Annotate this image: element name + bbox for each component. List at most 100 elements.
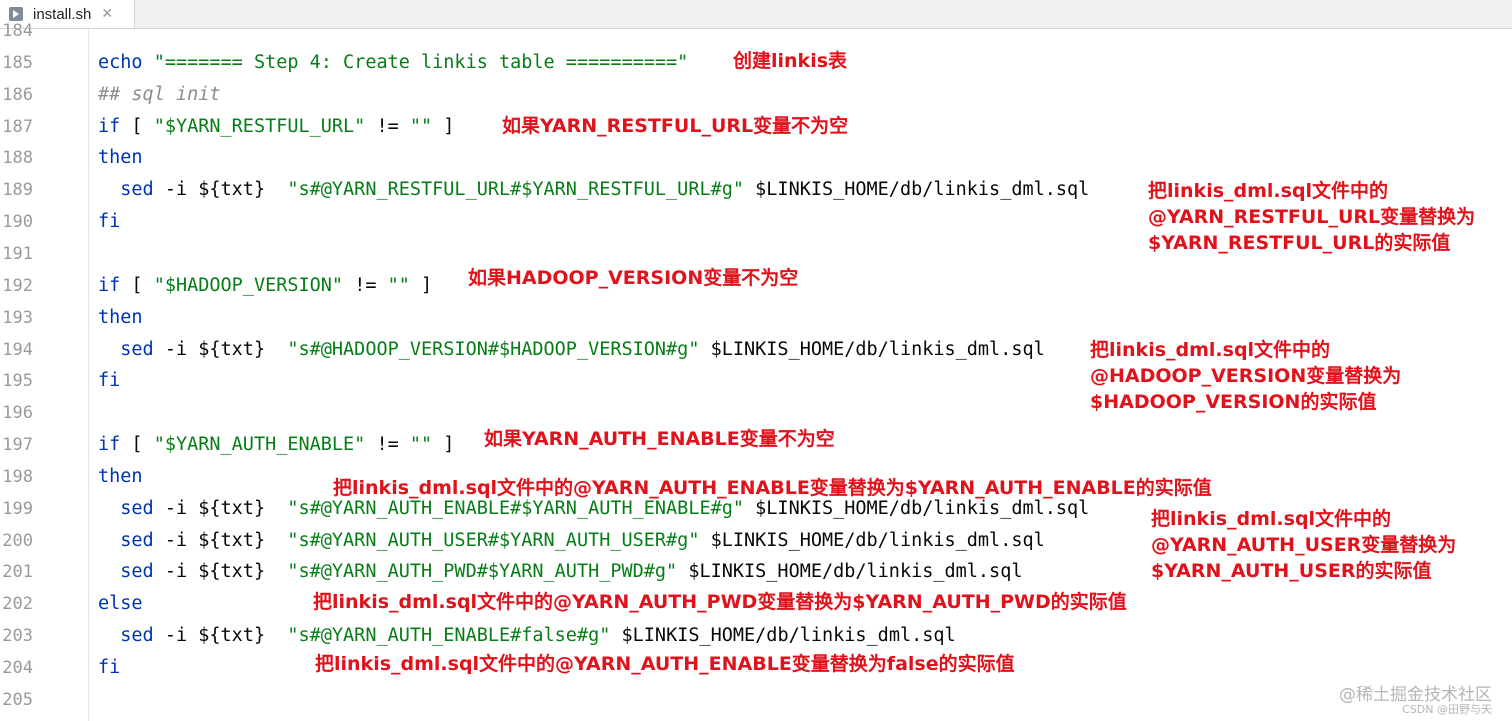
code-token: if — [98, 434, 121, 456]
code-token: ## sql init — [98, 83, 221, 105]
code-token: if — [98, 115, 121, 137]
tab-install-sh[interactable]: install.sh ✕ — [0, 0, 135, 28]
code-line[interactable]: 192 if [ "$HADOOP_VERSION" != "" ] — [0, 270, 1512, 302]
line-number: 205 — [2, 689, 33, 710]
line-number: 204 — [2, 658, 33, 678]
code-text: ## sql init — [98, 84, 221, 105]
line-number-gutter — [0, 29, 89, 721]
code-token: ] — [432, 115, 455, 137]
code-token: sed — [120, 179, 154, 201]
code-token: "s#@YARN_AUTH_ENABLE#false#g" — [287, 625, 611, 647]
line-number: 197 — [2, 435, 33, 456]
code-token: "$YARN_RESTFUL_URL" — [153, 115, 366, 137]
line-number: 184 — [2, 21, 33, 41]
code-line[interactable]: 199 sed -i ${txt} "s#@YARN_AUTH_ENABLE#$… — [0, 493, 1512, 525]
code-token — [98, 561, 120, 582]
line-number: 200 — [2, 530, 33, 551]
code-line[interactable]: 203 sed -i ${txt} "s#@YARN_AUTH_ENABLE#f… — [0, 620, 1512, 652]
code-text: fi — [98, 211, 120, 232]
line-number: 192 — [2, 275, 33, 296]
line-number: 199 — [2, 498, 33, 519]
code-token: then — [98, 306, 143, 328]
annotation-auth-user-replace: 把linkis_dml.sql文件中的 @YARN_AUTH_USER变量替换为… — [1151, 508, 1457, 582]
code-line[interactable]: 194 sed -i ${txt} "s#@HADOOP_VERSION#$HA… — [0, 334, 1512, 366]
code-token: != — [365, 115, 410, 137]
code-token: $LINKIS_HOME/db/linkis_dml.sql — [744, 179, 1090, 201]
code-token: "" — [409, 115, 433, 137]
code-line[interactable]: 184 — [0, 15, 1512, 47]
code-token: "s#@YARN_AUTH_PWD#$YARN_AUTH_PWD#g" — [287, 561, 678, 583]
code-token: != — [343, 274, 388, 296]
code-token: else — [98, 593, 143, 615]
code-token — [98, 530, 120, 551]
code-text: sed -i ${txt} "s#@YARN_AUTH_USER#$YARN_A… — [98, 529, 1045, 551]
code-line[interactable]: 186## sql init — [0, 79, 1512, 111]
annotation-hadoop-check: 如果HADOOP_VERSION变量不为空 — [468, 267, 799, 289]
code-line[interactable]: 201 sed -i ${txt} "s#@YARN_AUTH_PWD#$YAR… — [0, 556, 1512, 588]
code-token: -i ${txt} — [153, 561, 288, 583]
code-token: [ — [120, 434, 154, 456]
line-number: 195 — [2, 371, 33, 392]
code-text: sed -i ${txt} "s#@HADOOP_VERSION#$HADOOP… — [98, 338, 1045, 360]
code-token: "s#@HADOOP_VERSION#$HADOOP_VERSION#g" — [287, 338, 700, 360]
code-line[interactable]: 195 fi — [0, 365, 1512, 397]
code-token: "" — [387, 274, 410, 296]
code-token: -i ${txt} — [153, 497, 288, 519]
code-text: if [ "$YARN_AUTH_ENABLE" != "" ] — [98, 434, 454, 455]
line-number: 202 — [2, 594, 33, 615]
code-text: then — [98, 466, 143, 487]
annotation-auth-false-replace: 把linkis_dml.sql文件中的@YARN_AUTH_ENABLE变量替换… — [315, 653, 1015, 675]
code-text: then — [98, 307, 143, 328]
line-number: 203 — [2, 626, 33, 647]
annotation-yarn-restful-replace: 把linkis_dml.sql文件中的 @YARN_RESTFUL_URL变量替… — [1148, 180, 1476, 254]
code-token: then — [98, 465, 143, 487]
code-text: then — [98, 147, 143, 168]
code-editor[interactable]: 184 185 echo "======= Step 4: Create linki… — [0, 21, 1512, 721]
code-line[interactable]: 202 else — [0, 588, 1512, 620]
code-line[interactable]: 205 — [0, 684, 1512, 716]
code-token: then — [98, 147, 143, 169]
code-line[interactable]: 190 fi — [0, 206, 1512, 238]
code-token — [98, 179, 120, 200]
code-token: $LINKIS_HOME/db/linkis_dml.sql — [699, 529, 1045, 551]
code-line[interactable]: 189 sed -i ${txt} "s#@YARN_RESTFUL_URL#$… — [0, 174, 1512, 206]
shell-file-icon — [9, 7, 23, 21]
code-text: if [ "$HADOOP_VERSION" != "" ] — [98, 275, 432, 296]
code-token: fi — [98, 211, 121, 233]
code-line[interactable]: 197 if [ "$YARN_AUTH_ENABLE" != "" ] — [0, 429, 1512, 461]
code-line[interactable]: 191 — [0, 238, 1512, 270]
annotation-hadoop-replace: 把linkis_dml.sql文件中的 @HADOOP_VERSION变量替换为… — [1090, 339, 1402, 413]
code-token: -i ${txt} — [153, 529, 288, 551]
code-token — [98, 339, 120, 360]
code-token: "" — [409, 434, 433, 456]
code-text: echo "======= Step 4: Create linkis tabl… — [98, 52, 688, 73]
code-token: ] — [432, 434, 455, 456]
code-token: $LINKIS_HOME/db/linkis_dml.sql — [699, 338, 1045, 360]
code-token: -i ${txt} — [153, 179, 288, 201]
code-token: [ — [120, 274, 154, 296]
tab-label: install.sh — [33, 5, 92, 23]
code-token: -i ${txt} — [153, 625, 288, 647]
code-token: -i ${txt} — [153, 338, 288, 360]
annotation-auth-enable-replace: 把linkis_dml.sql文件中的@YARN_AUTH_ENABLE变量替换… — [333, 477, 1212, 499]
code-text: sed -i ${txt} "s#@YARN_AUTH_ENABLE#$YARN… — [98, 498, 1089, 519]
close-icon[interactable]: ✕ — [101, 6, 114, 22]
line-number: 190 — [2, 212, 33, 233]
code-text: fi — [98, 370, 120, 391]
watermark-main: @稀土掘金技术社区 — [1339, 685, 1492, 705]
editor-tab-bar: install.sh ✕ — [0, 0, 1512, 29]
code-token: sed — [120, 625, 154, 647]
code-token: $LINKIS_HOME/db/linkis_dml.sql — [677, 561, 1023, 583]
code-line[interactable]: 196 — [0, 397, 1512, 429]
line-number: 185 — [2, 52, 33, 73]
annotation-auth-enable-check: 如果YARN_AUTH_ENABLE变量不为空 — [484, 428, 835, 450]
code-token: "$HADOOP_VERSION" — [153, 274, 344, 296]
code-line[interactable]: 185 echo "======= Step 4: Create linkis t… — [0, 47, 1512, 79]
annotation-create-table: 创建linkis表 — [733, 50, 848, 72]
code-line[interactable]: 200 sed -i ${txt} "s#@YARN_AUTH_USER#$YA… — [0, 525, 1512, 557]
